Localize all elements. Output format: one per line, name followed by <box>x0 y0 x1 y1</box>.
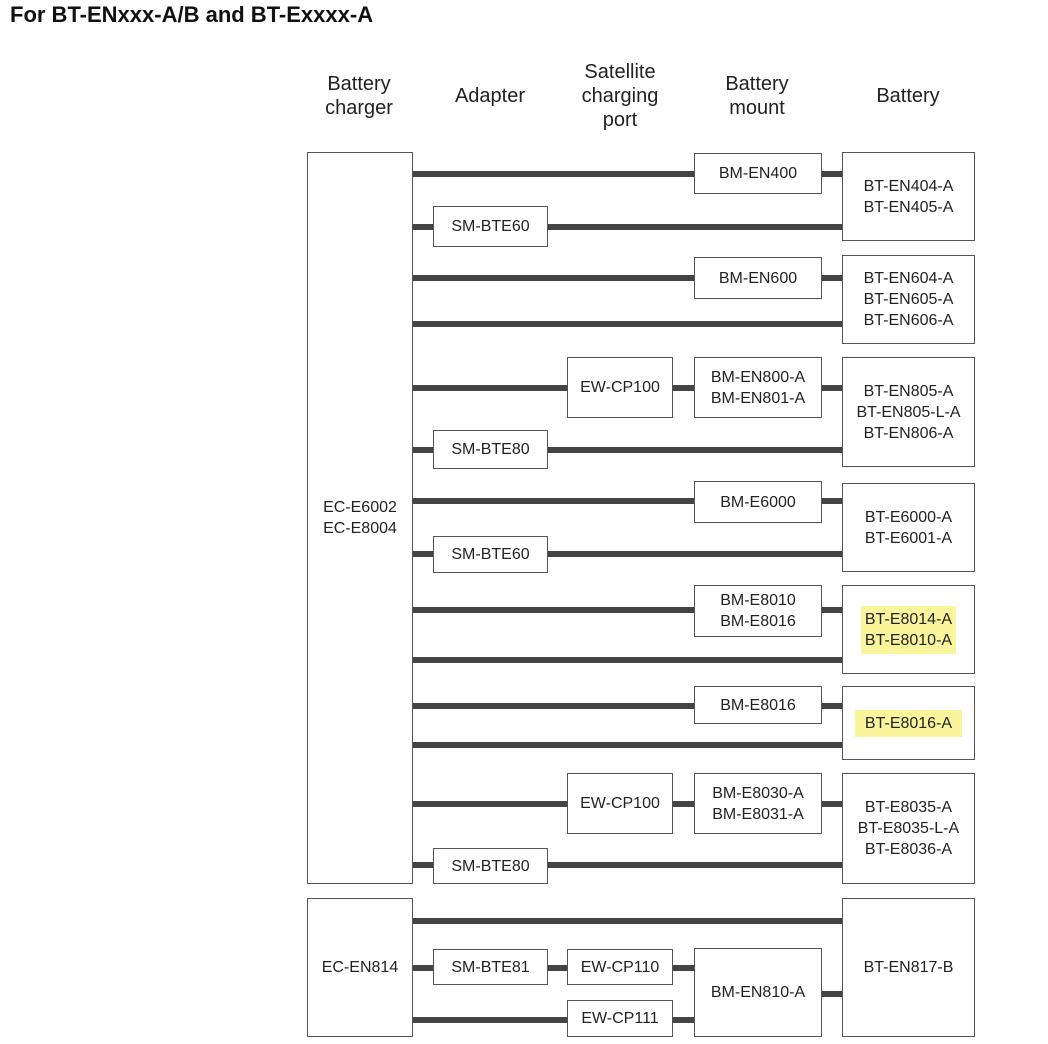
battery-bt-en404-a-bt-en405-a: BT-EN404-A BT-EN405-A <box>842 152 975 241</box>
battery-bt-en805-a-bt-en805-l-a-bt-en806-a: BT-EN805-A BT-EN805-L-A BT-EN806-A <box>842 357 975 467</box>
connector-line <box>412 657 842 663</box>
mount-bm-e8030-a-bm-e8031-a: BM-E8030-A BM-E8031-A <box>694 773 822 834</box>
connector-line <box>412 447 434 453</box>
connector-line <box>672 1017 694 1023</box>
connector-line <box>672 965 694 971</box>
connector-line <box>672 801 694 807</box>
header-battery-charger: Battery charger <box>325 73 393 119</box>
page-title: For BT-ENxxx-A/B and BT-Exxxx-A <box>10 2 374 27</box>
connector-line <box>412 498 694 504</box>
connector-line <box>412 321 842 327</box>
connector-line <box>412 862 434 868</box>
mount-bm-en800-a-bm-en801-a: BM-EN800-A BM-EN801-A <box>694 357 822 418</box>
mount-bm-en810-a: BM-EN810-A <box>694 948 822 1037</box>
connector-line <box>821 275 842 281</box>
highlighted-battery-label: BT-E8014-A BT-E8010-A <box>860 605 957 654</box>
connector-line <box>821 991 842 997</box>
mount-bm-e8010-bm-e8016: BM-E8010 BM-E8016 <box>694 585 822 637</box>
connector-line <box>672 385 694 391</box>
mount-bm-en600: BM-EN600 <box>694 257 822 299</box>
satellite-port-ew-cp100: EW-CP100 <box>567 773 673 834</box>
satellite-port-ew-cp100: EW-CP100 <box>567 357 673 418</box>
connector-line <box>412 551 434 557</box>
connector-line <box>821 703 842 709</box>
connector-line <box>821 801 842 807</box>
connector-line <box>547 965 568 971</box>
battery-bt-en817-b: BT-EN817-B <box>842 898 975 1037</box>
connector-line <box>412 1017 568 1023</box>
connector-line <box>412 965 434 971</box>
connector-line <box>547 551 842 557</box>
charger-ec-e6002-ec-e8004: EC-E6002 EC-E8004 <box>307 152 413 884</box>
header-battery: Battery <box>876 85 940 107</box>
connector-line <box>821 171 842 177</box>
battery-bt-e8014-a-bt-e8010-a: BT-E8014-A BT-E8010-A <box>842 585 975 674</box>
adapter-sm-bte81: SM-BTE81 <box>433 949 548 985</box>
connector-line <box>412 171 694 177</box>
battery-bt-e8016-a: BT-E8016-A <box>842 686 975 760</box>
header-battery-mount: Battery mount <box>725 73 789 119</box>
charger-ec-en814: EC-EN814 <box>307 898 413 1037</box>
adapter-sm-bte80: SM-BTE80 <box>433 430 548 469</box>
connector-line <box>547 862 842 868</box>
adapter-sm-bte80: SM-BTE80 <box>433 848 548 884</box>
highlighted-battery-label: BT-E8016-A <box>854 709 963 737</box>
battery-bt-en604-a-bt-en605-a-bt-en606-a: BT-EN604-A BT-EN605-A BT-EN606-A <box>842 255 975 344</box>
connector-line <box>412 224 434 230</box>
adapter-sm-bte60: SM-BTE60 <box>433 206 548 247</box>
connector-line <box>412 742 842 748</box>
adapter-sm-bte60: SM-BTE60 <box>433 536 548 573</box>
satellite-port-ew-cp110: EW-CP110 <box>567 949 673 985</box>
connector-line <box>412 703 694 709</box>
connector-line <box>412 275 694 281</box>
connector-line <box>821 498 842 504</box>
connector-line <box>412 801 568 807</box>
connector-line <box>821 607 842 613</box>
header-adapter: Adapter <box>454 85 526 107</box>
connector-line <box>412 607 694 613</box>
connector-line <box>821 385 842 391</box>
connector-line <box>547 224 842 230</box>
connector-line <box>412 918 842 924</box>
battery-bt-e8035-a-bt-e8035-l-a-bt-e8036-a: BT-E8035-A BT-E8035-L-A BT-E8036-A <box>842 773 975 884</box>
connector-line <box>412 385 568 391</box>
header-satellite-charging-port: Satellite charging port <box>581 61 659 131</box>
satellite-port-ew-cp111: EW-CP111 <box>567 1000 673 1037</box>
mount-bm-en400: BM-EN400 <box>694 153 822 194</box>
battery-bt-e6000-a-bt-e6001-a: BT-E6000-A BT-E6001-A <box>842 483 975 572</box>
connector-line <box>547 447 842 453</box>
mount-bm-e8016: BM-E8016 <box>694 686 822 724</box>
mount-bm-e6000: BM-E6000 <box>694 481 822 523</box>
